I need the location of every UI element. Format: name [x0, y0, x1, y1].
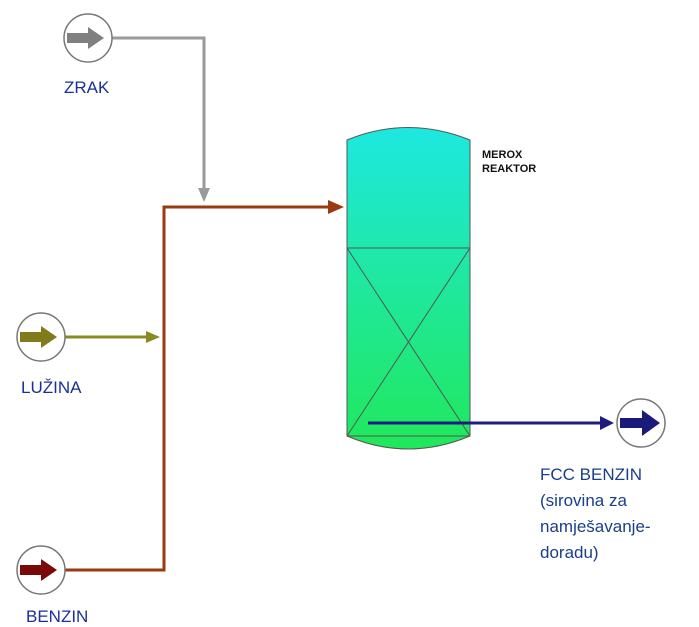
caustic-arrowhead [146, 331, 160, 343]
reactor-label-line1: MEROX [482, 149, 523, 161]
output-label-line3: namješavanje- [540, 517, 651, 536]
output-label-line1: FCC BENZIN [540, 465, 642, 484]
output-label-line2: (sirovina za [540, 491, 627, 510]
gasoline-source-icon [16, 545, 66, 595]
caustic-line [65, 331, 160, 343]
air-line [112, 36, 210, 202]
merox-reactor [346, 127, 471, 450]
air-arrowhead [198, 188, 210, 202]
output-line [368, 416, 614, 430]
air-source-icon [63, 13, 113, 63]
air-label: ZRAK [64, 78, 110, 97]
output-arrowhead [600, 416, 614, 430]
product-output-icon [616, 398, 666, 448]
reactor-label: MEROX REAKTOR [482, 148, 536, 176]
output-label-line4: doradu) [540, 543, 599, 562]
gasoline-label: BENZIN [26, 607, 89, 626]
output-label: FCC BENZIN (sirovina za namješavanje- do… [540, 462, 651, 566]
reactor-label-line2: REAKTOR [482, 163, 537, 175]
reactor-inlet-arrowhead [328, 200, 344, 214]
main-feed-line [65, 200, 344, 572]
caustic-label: LUŽINA [21, 378, 82, 397]
packed-bed-cross-2 [346, 247, 471, 437]
caustic-source-icon [16, 312, 66, 362]
